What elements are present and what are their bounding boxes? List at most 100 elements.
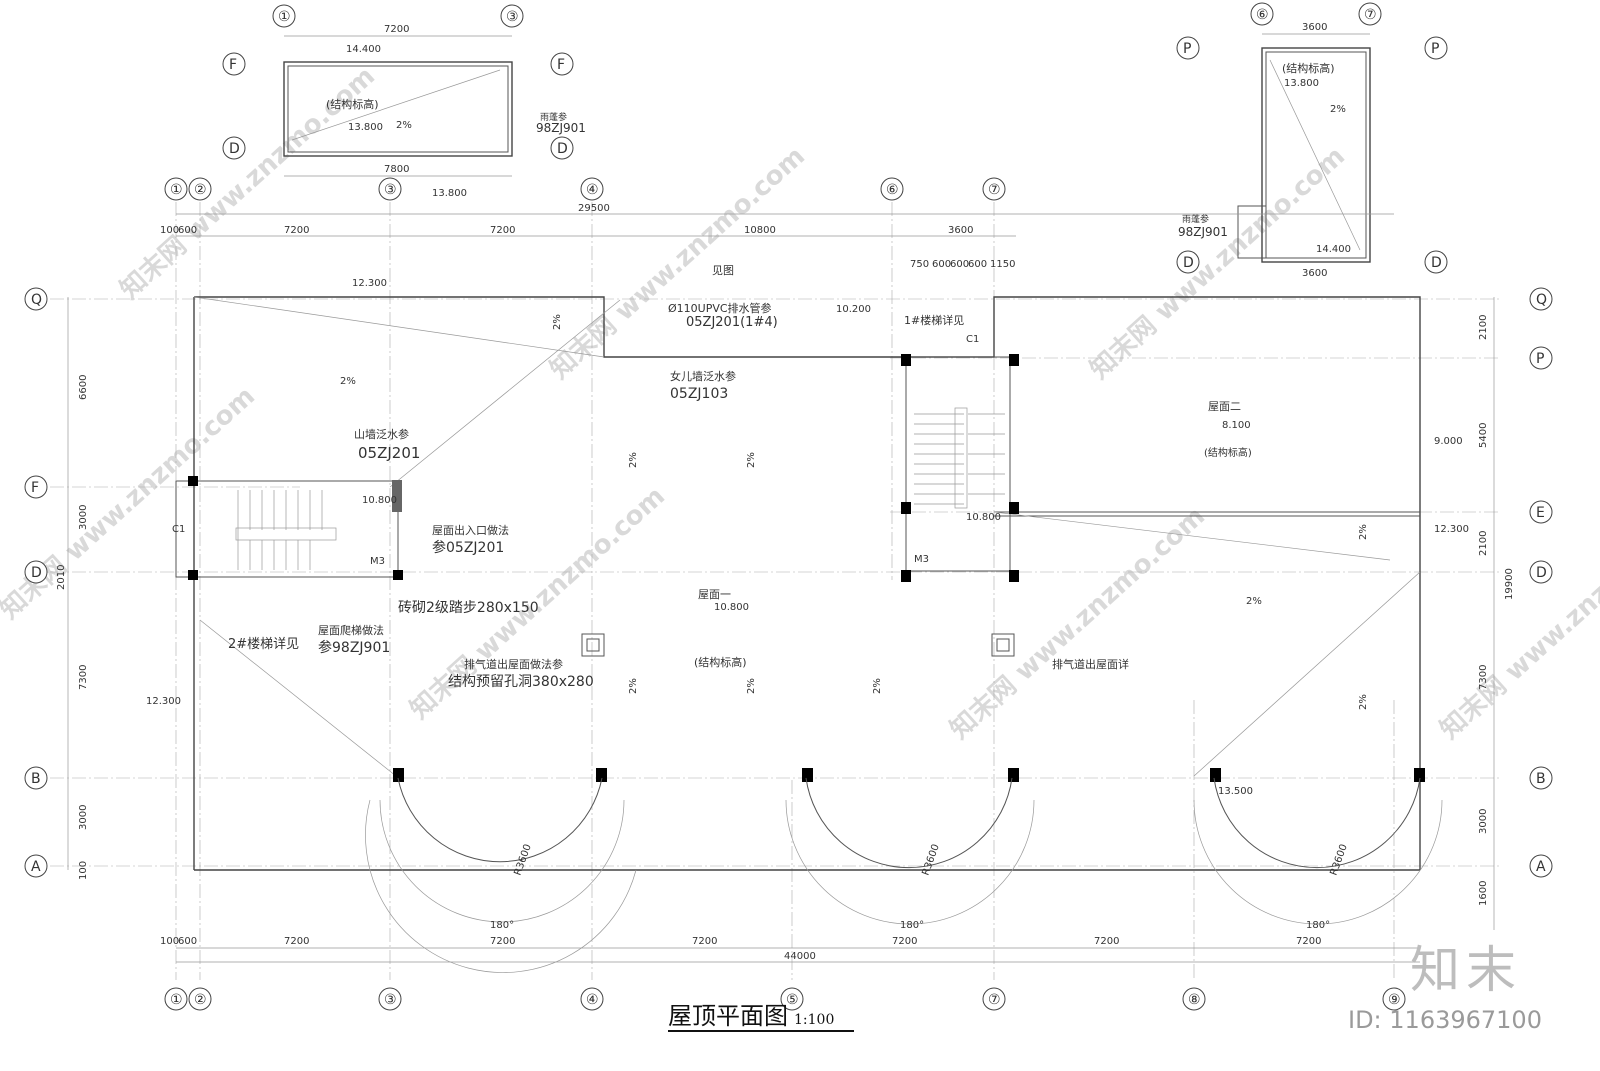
- dimension-label: 6600: [78, 375, 89, 400]
- axis-label: P: [1431, 41, 1439, 57]
- axis-label: ③: [384, 182, 397, 198]
- axis-label: F: [229, 57, 237, 73]
- axis-label: B: [1536, 771, 1546, 787]
- column: [188, 570, 198, 580]
- elevation-label: 13.500: [1218, 786, 1253, 797]
- elevation-label: 12.300: [352, 278, 387, 289]
- door-label: M3: [914, 554, 929, 565]
- stair-1: [914, 407, 1005, 509]
- watermark-text: 知末网 www.znzmo.com: [945, 501, 1211, 745]
- elevation-label: 13.800: [432, 188, 467, 199]
- column: [1210, 768, 1221, 782]
- dimension-label: 3000: [78, 805, 89, 830]
- axis-label: F: [557, 57, 565, 73]
- dimension-label: 1600: [1478, 881, 1489, 906]
- elevation-label: 10.800: [362, 495, 397, 506]
- column: [1008, 768, 1019, 782]
- slope-label: 2%: [628, 452, 639, 468]
- annotation: 见图: [712, 264, 734, 277]
- axis-label: P: [1183, 41, 1191, 57]
- dimension-label: 100: [78, 861, 89, 880]
- arc-label: 180°: [490, 920, 514, 931]
- dimension-label: 7200: [1296, 936, 1321, 947]
- dimension-label: 5400: [1478, 423, 1489, 448]
- dimension-label: 750: [910, 259, 929, 270]
- window-label: C1: [172, 524, 185, 535]
- arc-label: 180°: [1306, 920, 1330, 931]
- dimension-label: 10800: [744, 225, 776, 236]
- dimension-label: 3000: [78, 505, 89, 530]
- slope-label: 2%: [628, 678, 639, 694]
- dimension-label: 7200: [284, 936, 309, 947]
- dimension-label: 1150: [990, 259, 1015, 270]
- dimension-label: 7200: [1094, 936, 1119, 947]
- axis-label: D: [229, 141, 240, 157]
- dimension-label: 600: [178, 225, 197, 236]
- radius-label: R3600: [920, 843, 941, 877]
- dimension-label: 3600: [1302, 22, 1327, 33]
- axis-label: E: [1536, 505, 1545, 521]
- dimension-label: 7300: [1478, 665, 1489, 690]
- dimension-label: 3600: [948, 225, 973, 236]
- elevation-label: 10.800: [714, 602, 749, 613]
- slope-label: 2%: [552, 314, 563, 330]
- drawing-title: 屋顶平面图 1:100: [668, 996, 834, 1031]
- annotation: 屋面爬梯做法: [318, 623, 384, 637]
- dimension-label: 7200: [284, 225, 309, 236]
- column: [1414, 768, 1425, 782]
- column: [596, 768, 607, 782]
- axis-label: ①: [170, 182, 183, 198]
- radius-label: R3600: [1328, 843, 1349, 877]
- dimension-label: 7200: [490, 936, 515, 947]
- drawing-title-text: 屋顶平面图: [668, 1002, 788, 1030]
- elevation-label: 12.300: [146, 696, 181, 707]
- slope-marks: 2% 2% 2% 2% 2% 2% 2% 2% 2% 2% 2% 2%: [340, 104, 1369, 710]
- dimension-label: 2100: [1478, 315, 1489, 340]
- slope-label: 2%: [340, 376, 356, 387]
- canopy-plan-right: [1237, 47, 1371, 263]
- dimension-texts: 7200 7800 3600 3600 29500 100 600 7200 7…: [56, 22, 1515, 962]
- slope-label: 2%: [1358, 694, 1369, 710]
- slope-label: 2%: [1330, 104, 1346, 115]
- exhaust-vents: [581, 633, 1015, 657]
- axis-label: B: [31, 771, 41, 787]
- annotation: (结构标高): [326, 97, 379, 111]
- axis-label: ②: [194, 992, 207, 1008]
- column: [392, 480, 402, 512]
- axis-label: ⑤: [786, 992, 799, 1008]
- elevation-label: 9.000: [1434, 436, 1463, 447]
- title-underline: [668, 1030, 854, 1032]
- column: [901, 570, 911, 582]
- watermark-text: 知末网 www.znzmo.com: [1085, 141, 1351, 385]
- annotation-ref: 05ZJ103: [670, 386, 728, 402]
- annotation-ref: 参98ZJ901: [318, 639, 390, 656]
- axis-label: ①: [170, 992, 183, 1008]
- dimension-label: 2010: [56, 565, 67, 590]
- watermark-text: 知末网 www.znzmo.com: [1435, 501, 1600, 745]
- annotation: (结构标高): [694, 655, 747, 669]
- drawing-scale: 1:100: [794, 1012, 835, 1028]
- elevation-label: 14.400: [346, 44, 381, 55]
- axis-label: D: [557, 141, 568, 157]
- axis-label: ④: [586, 182, 599, 198]
- dimension-label: 19900: [1504, 568, 1515, 600]
- axis-label: ③: [384, 992, 397, 1008]
- canopies: [365, 777, 1443, 973]
- annotation: 1#楼梯详见: [904, 313, 964, 327]
- dimension-label: 100: [160, 936, 179, 947]
- brand-logo: 知末: [1410, 941, 1522, 999]
- annotation: 女儿墙泛水参: [670, 369, 736, 383]
- annotation: 砖砌2级踏步280x150: [398, 600, 539, 616]
- elevation-label: 10.800: [966, 512, 1001, 523]
- slope-label: 2%: [1358, 524, 1369, 540]
- dimension-label: 7300: [78, 665, 89, 690]
- axis-label: ⑥: [1256, 7, 1269, 23]
- dimension-label: 7200: [692, 936, 717, 947]
- axis-bubbles-side: Q F D B A Q P E D B A F D F D P D P D: [24, 36, 1553, 878]
- annotation: 2#楼梯详见: [228, 637, 299, 652]
- dimension-label: 7200: [384, 24, 409, 35]
- axis-label: D: [1536, 565, 1547, 581]
- dimension-label: 600: [932, 259, 951, 270]
- annotation: 雨蓬参: [1182, 213, 1209, 225]
